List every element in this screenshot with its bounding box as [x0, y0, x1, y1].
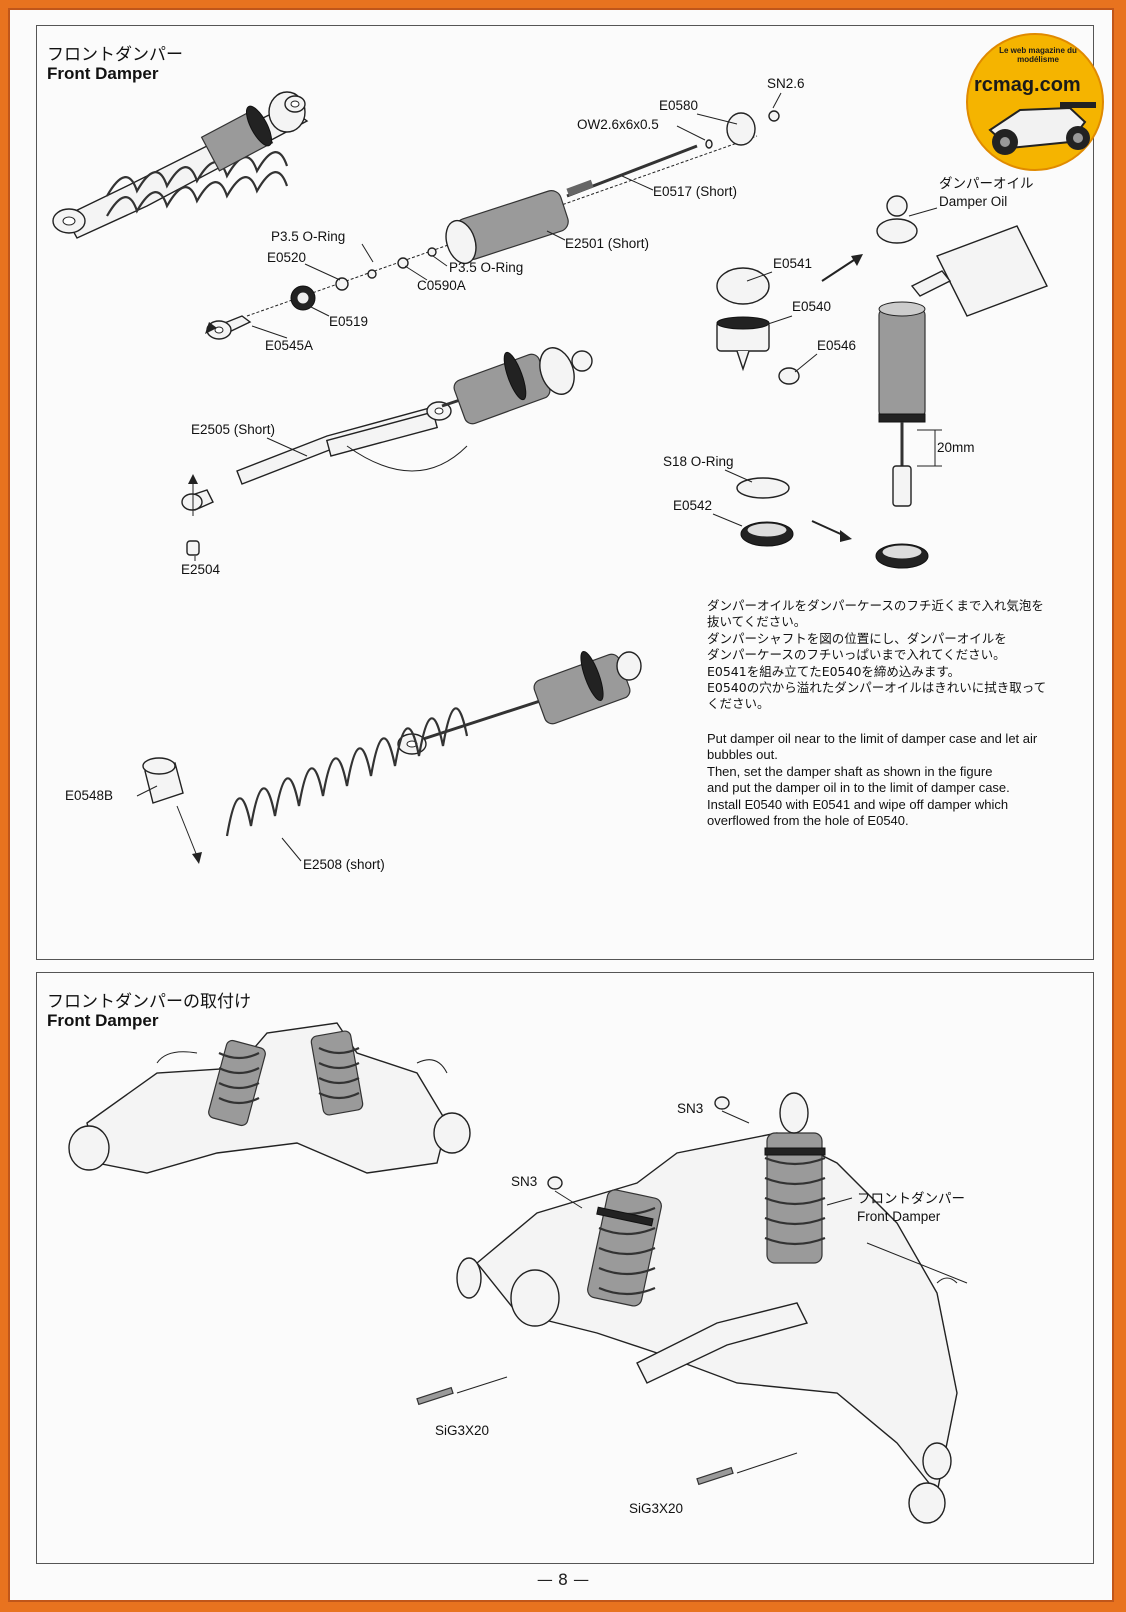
section1-title-en: Front Damper	[47, 64, 159, 83]
chassis-front-view-large	[416, 1092, 968, 1524]
label-e2508: E2508 (short)	[303, 857, 385, 872]
note-jp-line: 抜いてください。	[707, 614, 807, 630]
logo-ring-text: Le web magazine du modélisme	[999, 46, 1077, 64]
note-jp-line: ダンパーシャフトを図の位置にし、ダンパーオイルを	[707, 630, 1007, 646]
label-e2505: E2505 (Short)	[191, 422, 275, 437]
rcmag-logo-graphic	[966, 33, 1104, 171]
label-front-damper-en: Front Damper	[857, 1209, 941, 1224]
label-sig3x20-a: SiG3X20	[435, 1423, 489, 1438]
exploded-parts-chain	[205, 110, 780, 340]
label-e2504: E2504	[181, 562, 221, 577]
chassis-front-view-small	[68, 1022, 471, 1174]
assembled-damper-illustration	[52, 91, 309, 239]
label-20mm: 20mm	[937, 440, 975, 455]
label-e0580: E0580	[659, 98, 698, 113]
label-e0542: E0542	[673, 498, 712, 513]
label-damper-oil-jp: ダンパーオイル	[939, 176, 1034, 191]
logo-text: rcmag.com	[974, 74, 1081, 96]
label-e0519: E0519	[329, 314, 368, 329]
label-e0545a: E0545A	[265, 338, 313, 353]
note-jp-line: ください。	[707, 696, 770, 712]
note-jp-line: E0541を組み立てたE0540を締め込みます。	[707, 663, 961, 679]
rcmag-logo[interactable]: rcmag.com Le web magazine du modélisme	[960, 30, 1110, 180]
label-e0541: E0541	[773, 256, 812, 271]
section2-title-en: Front Damper	[47, 1011, 159, 1030]
damper-with-spring	[142, 650, 642, 864]
note-en-line: Put damper oil near to the limit of damp…	[707, 731, 1038, 746]
label-e0540: E0540	[792, 299, 831, 314]
label-c0590a: C0590A	[417, 278, 466, 293]
label-sig3x20-b: SiG3X20	[629, 1501, 683, 1516]
note-en-line: Install E0540 with E0541 and wipe off da…	[707, 796, 1009, 812]
note-en-line: Then, set the damper shaft as shown in t…	[707, 763, 993, 779]
installation-diagram: SN3 SN3 フロントダンパー Front Damper SiG3X20 Si…	[68, 1022, 968, 1524]
note-jp-line: E0540の穴から溢れたダンパーオイルはきれいに拭き取って	[707, 680, 1047, 696]
label-damper-oil-en: Damper Oil	[939, 194, 1007, 209]
section2-title-jp: フロントダンパーの取付け	[47, 992, 251, 1012]
label-e0517: E0517 (Short)	[653, 184, 737, 199]
front-damper-exploded-diagram: SN2.6 E0580 OW2.6x6x0.5 E0517 (Short) E2…	[52, 76, 1048, 872]
manual-page: フロントダンパー Front Damper	[8, 8, 1114, 1602]
front-damper-installation-panel: フロントダンパーの取付け Front Damper	[36, 972, 1094, 1564]
oil-filling-illustration	[716, 195, 1048, 569]
front-damper-assembly-panel: フロントダンパー Front Damper	[36, 25, 1094, 960]
label-s18-oring: S18 O-Ring	[663, 454, 734, 469]
label-front-damper-jp: フロントダンパー	[857, 1191, 965, 1206]
note-en-line: bubbles out.	[707, 747, 778, 763]
note-en-line: and put the damper oil in to the limit o…	[707, 780, 1010, 796]
instruction-note-jp: ダンパーオイルをダンパーケースのフチ近くまで入れ気泡を 抜いてください。 ダンパ…	[707, 598, 1087, 713]
label-p35-oring-b: P3.5 O-Ring	[449, 260, 523, 275]
note-jp-line: ダンパーケースのフチいっぱいまで入れてください。	[707, 647, 1006, 663]
label-e2501: E2501 (Short)	[565, 236, 649, 251]
page-number: — 8 —	[536, 1570, 590, 1589]
label-sn26: SN2.6	[767, 76, 805, 91]
label-e0548b: E0548B	[65, 788, 113, 803]
damper-with-rod-end	[181, 347, 593, 556]
label-ow: OW2.6x6x0.5	[577, 117, 659, 132]
label-e0546: E0546	[817, 338, 856, 353]
label-p35-oring-a: P3.5 O-Ring	[271, 229, 345, 244]
label-e0520: E0520	[267, 250, 306, 265]
instruction-note-en: Put damper oil near to the limit of damp…	[707, 731, 1087, 829]
label-sn3-right: SN3	[677, 1101, 703, 1116]
note-jp-line: ダンパーオイルをダンパーケースのフチ近くまで入れ気泡を	[707, 598, 1044, 613]
section1-title-jp: フロントダンパー	[47, 45, 183, 65]
note-en-line: overflowed from the hole of E0540.	[707, 813, 909, 829]
label-sn3-left: SN3	[511, 1174, 537, 1189]
